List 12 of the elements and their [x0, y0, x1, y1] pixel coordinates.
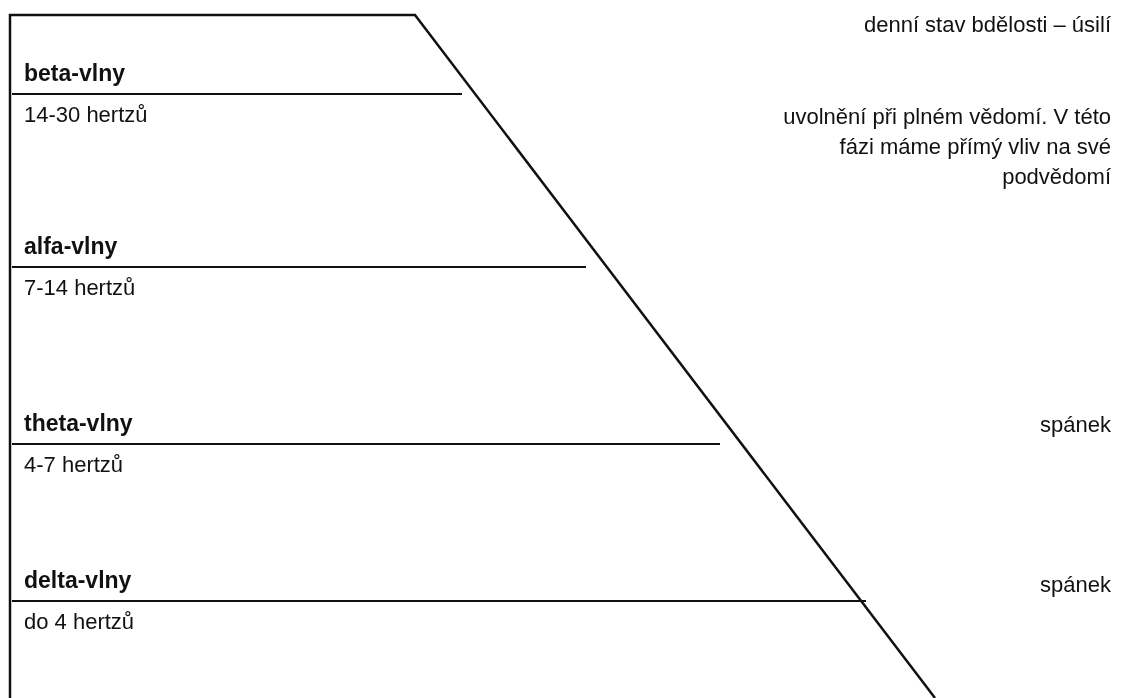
description-text: uvolnění při plném vědomí. V této fázi máme přímý vliv na své podvědomí — [782, 103, 1111, 191]
frequency-text: do 4 hertzů — [23, 608, 135, 636]
description-text: spánek — [1040, 571, 1111, 599]
band-heading: beta-vlny — [12, 59, 462, 95]
frequency-text: 14-30 hertzů — [23, 101, 148, 129]
frequency-text: 7-14 hertzů — [23, 274, 136, 302]
frequency-text: 4-7 hertzů — [23, 451, 124, 479]
band-heading: delta-vlny — [12, 566, 866, 602]
band-heading: theta-vlny — [12, 409, 720, 445]
description-text: spánek — [1040, 411, 1111, 439]
band-heading: alfa-vlny — [12, 232, 586, 268]
description-text: denní stav bdělosti – úsilí — [863, 11, 1111, 39]
